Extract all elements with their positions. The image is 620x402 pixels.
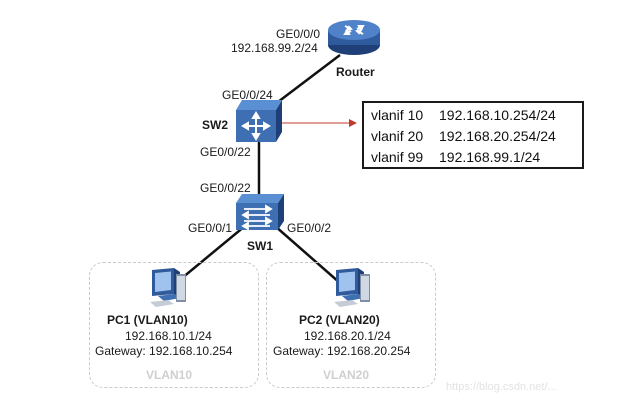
vlanif-row: vlanif 99 192.168.99.1/24 [371,147,582,168]
vlan10-zone-label: VLAN10 [146,368,193,382]
watermark-text: https://blog.csdn.net/... [446,381,557,393]
vlanif-ip: 192.168.99.1/24 [439,149,541,165]
sw1-name: SW1 [247,239,274,253]
router-ip-label: 192.168.99.2/24 [231,41,318,55]
pc1-title: PC1 (VLAN10) [107,313,188,327]
pc1-ip: 192.168.10.1/24 [125,329,212,343]
vlanif-table: vlanif 10 192.168.10.254/24 vlanif 20 192.… [362,101,584,169]
vlan20-zone [266,262,436,388]
link-sw1-pc1 [175,225,246,284]
vlanif-name: vlanif 20 [371,128,424,144]
pc2-title: PC2 (VLAN20) [299,313,380,327]
switch-icon [236,194,284,231]
pc-icon [146,268,188,308]
link-sw1-pc2 [274,225,341,284]
pc1-gateway: Gateway: 192.168.10.254 [95,344,233,358]
vlanif-ip: 192.168.10.254/24 [439,107,556,123]
vlanif-name: vlanif 99 [371,149,424,165]
router-name: Router [336,65,375,79]
pc2-ip: 192.168.20.1/24 [304,329,391,343]
sw2-port-down-label: GE0/0/22 [200,145,251,159]
router-icon [326,17,382,57]
l3-switch-icon [236,100,282,142]
vlanif-ip: 192.168.20.254/24 [439,128,556,144]
vlanif-row: vlanif 10 192.168.10.254/24 [371,105,582,126]
pc2-gateway: Gateway: 192.168.20.254 [273,344,411,358]
link-router-sw2 [269,54,341,109]
sw1-port-left-label: GE0/0/1 [188,221,233,235]
vlan10-zone [89,262,259,388]
vlanif-row: vlanif 20 192.168.20.254/24 [371,126,582,147]
sw1-port-right-label: GE0/0/2 [287,221,332,235]
sw2-name: SW2 [202,118,229,132]
pc-icon [330,268,372,308]
vlanif-name: vlanif 10 [371,107,424,123]
vlan20-zone-label: VLAN20 [323,368,370,382]
router-port-label: GE0/0/0 [276,27,321,41]
sw2-port-up-label: GE0/0/24 [222,88,273,102]
sw1-port-up-label: GE0/0/22 [200,181,251,195]
